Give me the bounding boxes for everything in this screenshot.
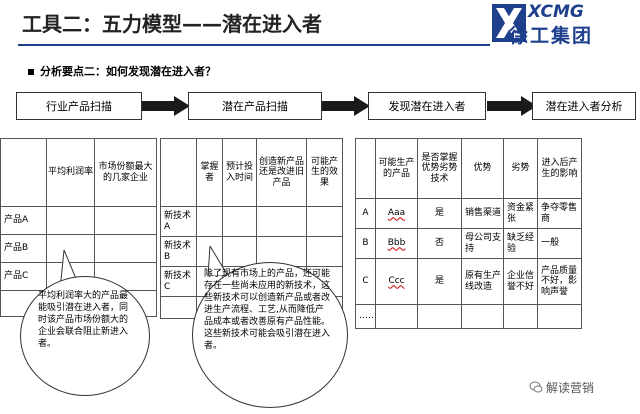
subtitle: 分析要点二：如何发现潜在进入者？ [28,63,216,79]
flow-step-entrant-analysis: 潜在进入者分析 [532,92,636,120]
table-cell [306,236,343,267]
xcmg-logo-emblem [492,4,526,42]
flow-step-industry-scan: 行业产品扫描 [16,92,142,120]
table-row: 产品A [0,206,157,235]
callout-technology-bubble [192,262,348,408]
subtitle-text: 分析要点二：如何发现潜在进入者？ [40,65,216,78]
table-cell: 新技术A [160,206,197,237]
table-cell: 一般 [537,228,582,259]
table-cell: 新技术B [160,236,197,267]
table-row: 新技术B [160,236,343,267]
table-cell [306,206,343,237]
table-cell [46,206,95,235]
table-cell: 缺乏经验 [503,228,538,259]
table-cell [256,206,307,237]
table-cell [537,304,582,329]
table-cell: Aaa [375,198,418,229]
table-cell: 原有生产线改造 [461,258,504,305]
table-cell [375,304,418,329]
table-header-cell: 掌握者 [196,138,223,207]
table-cell: C [355,258,376,305]
table-cell [94,206,157,235]
table-cell [503,304,538,329]
table-cell: 企业信誉不好 [503,258,538,305]
callout-technology-text: 除了现有市场上的产品，还可能存在一些尚未应用的新技术，这些新技术可以创造新产品或… [204,269,331,351]
table-cell: 否 [417,228,462,259]
table-row: 新技术A [160,206,343,237]
table-header-cell: 平均利润率 [46,138,95,207]
flow-arrow-2 [320,96,370,116]
table-header-row: 平均利润率 市场份额最大的几家企业 [0,138,157,207]
table-header-cell: 劣势 [503,138,538,199]
slide-title: 工具二：五力模型——潜在进入者 [22,12,322,36]
table-cell [417,304,462,329]
table-header-cell: 预计投入时间 [222,138,257,207]
table-cell [94,234,157,263]
table-header-cell: 是否掌握优势劣势技术 [417,138,462,199]
table-cell: 产品B [0,234,47,263]
logo-text-en: XCMG [528,2,584,22]
table-header-row: 可能生产的产品 是否掌握优势劣势技术 优势 劣势 进入后产生的影响 [355,138,582,199]
callout-profit-bubble [20,276,150,396]
table-header-row: 掌握者 预计投入时间 创造新产品还是改进旧产品 可能产生的效果 [160,138,343,207]
table-row: A Aaa 是 销售渠道 资金紧张 争夺零售商 [355,198,582,229]
table-header-cell: 优势 [461,138,504,199]
table-cell: 资金紧张 [503,198,538,229]
flow-step-potential-product-scan: 潜在产品扫描 [188,92,322,120]
bullet-square-icon [28,69,34,75]
table-row: …… [355,304,582,329]
table-row: B Bbb 否 母公司支持 缺乏经验 一般 [355,228,582,259]
table-header-cell: 市场份额最大的几家企业 [94,138,157,207]
table-cell: Ccc [375,258,418,305]
logo-text-cn: 徐工集团 [509,25,594,47]
table-row: 产品C [0,262,157,291]
table-cell: 争夺零售商 [537,198,582,229]
table-header-cell: 创造新产品还是改进旧产品 [256,138,307,207]
table-header-cell: 可能生产的产品 [375,138,418,199]
table-cell: 是 [417,258,462,305]
flow-step-discover-entrants: 发现潜在进入者 [368,92,486,120]
table-header-cell [355,138,376,199]
table-cell: 产品质量不好，影响声誉 [537,258,582,305]
table-cell: 母公司支持 [461,228,504,259]
table-cell: …… [355,304,376,329]
table-header-cell: 进入后产生的影响 [537,138,582,199]
flow-arrow-1 [140,96,190,116]
watermark-text: 解读营销 [546,381,595,395]
entrant-analysis-table: 可能生产的产品 是否掌握优势劣势技术 优势 劣势 进入后产生的影响 A Aaa … [355,138,582,329]
table-header-cell [0,138,47,207]
wechat-icon [529,381,543,393]
table-cell: 产品A [0,206,47,235]
table-header-cell: 可能产生的效果 [306,138,343,207]
table-cell: 是 [417,198,462,229]
table-cell: B [355,228,376,259]
table-header-cell [160,138,197,207]
flow-arrow-3 [487,96,537,116]
table-cell: 产品C [0,262,47,291]
callout-profit-text: 平均利润率大的产品最能吸引潜在进入者，同时该产品市场份额大的企业会联合阻止新进入… [38,291,129,349]
title-rule [18,44,490,46]
table-cell [461,304,504,329]
table-cell [160,296,197,319]
table-row: C Ccc 是 原有生产线改造 企业信誉不好 产品质量不好，影响声誉 [355,258,582,305]
table-cell: 新技术C [160,266,197,297]
table-cell [196,206,223,237]
table-cell: 销售渠道 [461,198,504,229]
table-cell: Bbb [375,228,418,259]
table-cell [222,206,257,237]
callout-2-tail [207,246,229,276]
table-cell: A [355,198,376,229]
